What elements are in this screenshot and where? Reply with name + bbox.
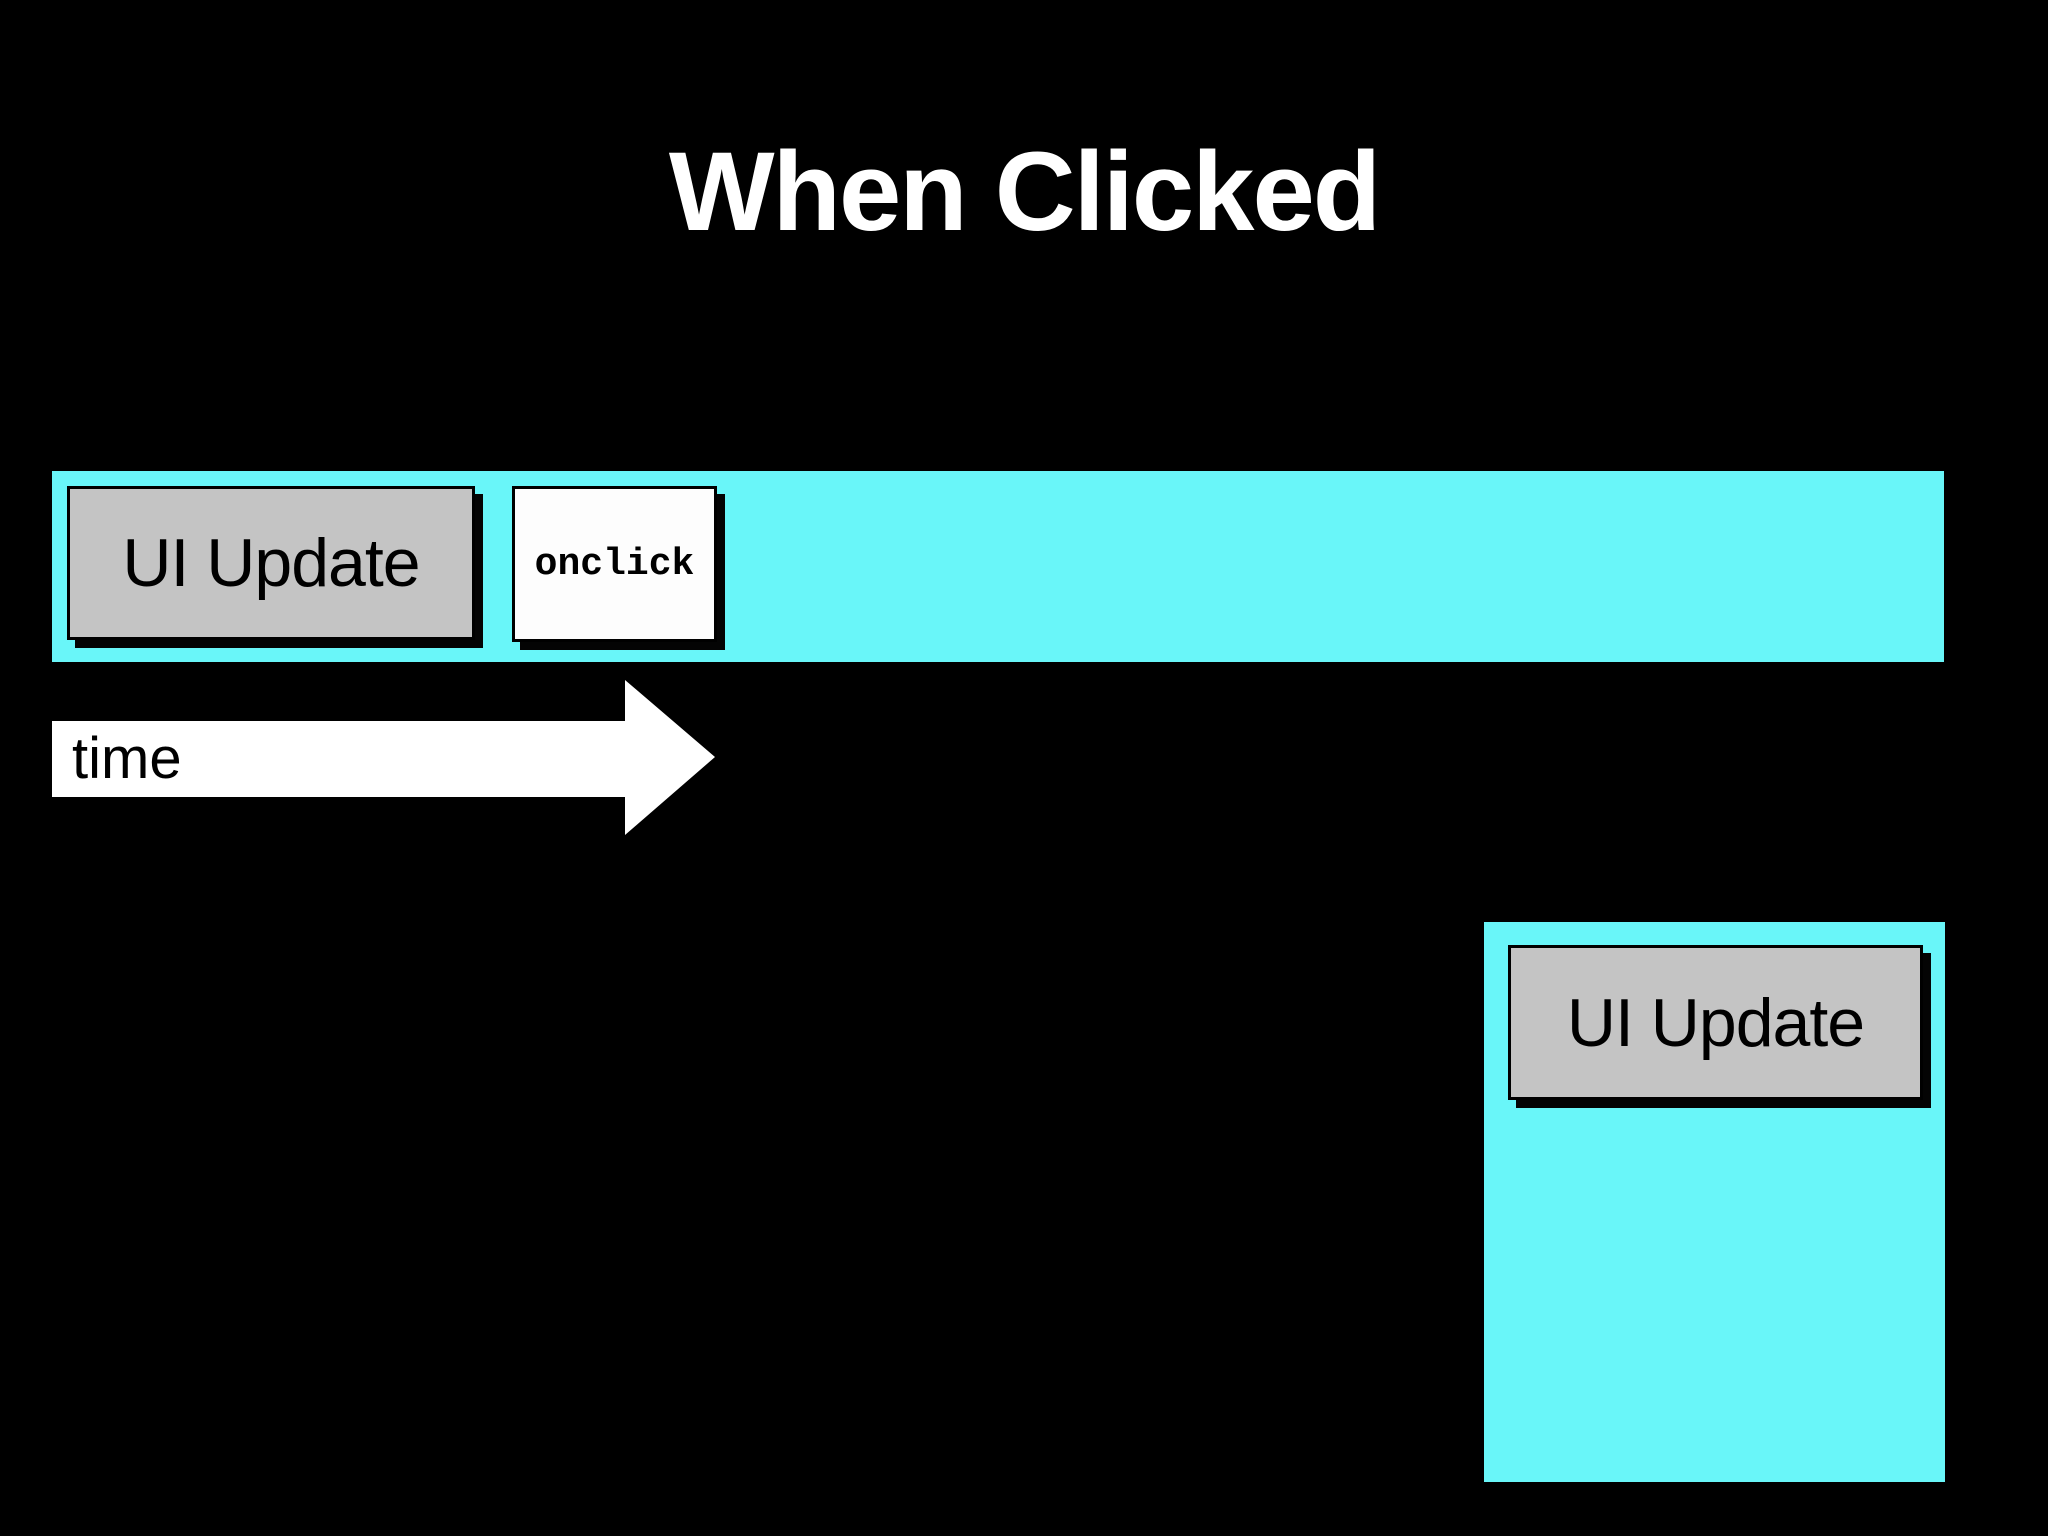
ui-update-label-top: UI Update	[122, 525, 420, 601]
onclick-label: onclick	[534, 542, 695, 586]
ui-update-box-deferred: UI Update	[1508, 945, 1923, 1100]
ui-update-label-deferred: UI Update	[1566, 984, 1865, 1061]
onclick-box: onclick	[512, 486, 717, 642]
ui-update-box-top: UI Update	[67, 486, 475, 640]
event-loop-bar: UI Update onclick	[52, 471, 1944, 662]
deferred-bar: UI Update	[1484, 922, 1945, 1482]
time-arrow-label: time	[72, 726, 182, 791]
time-arrow: time	[52, 680, 715, 835]
slide-title: When Clicked	[668, 129, 1381, 254]
